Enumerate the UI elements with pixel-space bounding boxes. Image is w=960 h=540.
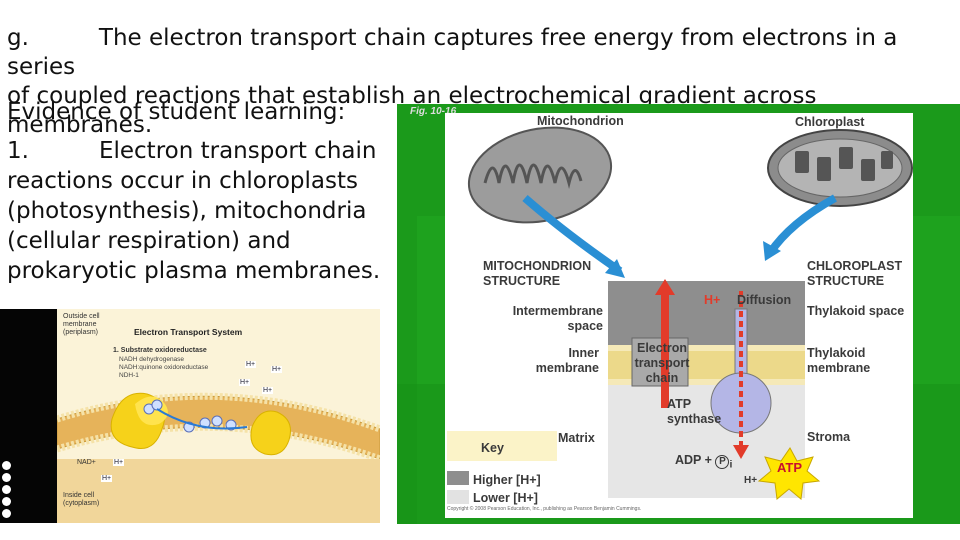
mito-structure-label: MITOCHONDRION STRUCTURE	[483, 259, 592, 288]
ets-svg	[57, 392, 380, 523]
chemiosmosis-illustration: Mitochondrion Chloroplast MITOCHONDRION …	[445, 113, 913, 518]
evidence-item-1: 1. Electron transport chain reactions occ…	[7, 136, 392, 286]
evidence-block: Evidence of student learning: 1. Electron…	[7, 97, 392, 286]
enzyme-name-1: NADH dehydrogenase	[119, 356, 185, 363]
slide-dots	[2, 461, 16, 521]
intermembrane-region	[608, 281, 805, 345]
evidence-item-line-3: (photosynthesis), mitochondria	[7, 198, 367, 224]
h-plus-label: H+	[113, 459, 125, 466]
second-complex-blob	[250, 410, 291, 456]
thylakoid-space-label: Thylakoid space	[807, 304, 905, 318]
h-plus-bottom: H+	[744, 475, 758, 486]
evidence-item-line-4: (cellular respiration) and	[7, 228, 291, 254]
membrane-heads	[608, 345, 805, 385]
evidence-item-line-5: prokaryotic plasma membranes.	[7, 258, 381, 284]
chloro-structure-label: CHLOROPLAST STRUCTURE	[807, 259, 903, 288]
electron-path-arrow	[156, 408, 248, 430]
evidence-item-line-1: Electron transport chain	[98, 138, 377, 164]
chemiosmosis-svg	[447, 126, 913, 504]
lower-swatch	[447, 490, 469, 504]
intermembrane-label: Intermembrane space	[512, 304, 603, 333]
statement-line-2: of coupled reactions that establish an e…	[7, 83, 817, 138]
h-plus-label: H+	[239, 379, 251, 386]
statement-line-1: The electron transport chain captures fr…	[7, 25, 898, 80]
outside-cell-label: Outside cell membrane (periplasm)	[63, 313, 100, 336]
key-label: Key	[481, 441, 504, 455]
chloroplast-title: Chloroplast	[795, 115, 865, 129]
h-plus-label: H+	[245, 361, 257, 368]
figure-number: Fig. 10-16	[410, 106, 457, 117]
pi-subscript: i	[729, 459, 733, 471]
stroma-label: Stroma	[807, 430, 851, 444]
h-plus-label: H+	[262, 387, 274, 394]
matrix-label: Matrix	[558, 431, 595, 445]
enzyme-name-2: NADH:quinone oxidoreductase	[119, 364, 209, 371]
inner-membrane-label: Inner membrane	[535, 346, 599, 375]
atp-synthase-label: ATP synthase	[667, 397, 722, 426]
adp-text: ADP +	[675, 453, 712, 467]
key-box	[447, 431, 557, 461]
chloro-zoom-arrow	[766, 194, 837, 256]
enzyme-name-3: NDH-1	[119, 372, 139, 379]
h-plus-label: H+	[271, 366, 283, 373]
ets-enzymes: NADH dehydrogenase NADH:quinone oxidored…	[119, 356, 208, 380]
higher-h-label: Higher [H+]	[473, 473, 541, 487]
cytoplasm-area	[57, 459, 380, 523]
atp-label: ATP	[777, 460, 803, 475]
thylakoid-membrane-label: Thylakoid membrane	[807, 346, 871, 375]
copyright-text: Copyright © 2008 Pearson Education, Inc.…	[447, 506, 642, 512]
thylakoid-stacks	[795, 147, 893, 181]
statement-prefix: g.	[7, 25, 29, 51]
inside-cell-label: Inside cell (cytoplasm)	[63, 492, 100, 507]
evidence-title: Evidence of student learning:	[7, 99, 346, 125]
higher-swatch	[447, 471, 469, 485]
ets-figure: Outside cell membrane (periplasm) Electr…	[0, 309, 380, 523]
ets-illustration: Outside cell membrane (periplasm) Electr…	[57, 309, 380, 523]
quinone-chain	[143, 399, 237, 433]
h-plus-top: H+	[704, 293, 721, 307]
standard-statement: g.The electron transport chain captures …	[7, 24, 957, 140]
pi-circle: P	[715, 455, 730, 469]
etc-complex	[631, 337, 689, 387]
h-plus-label: H+	[101, 475, 113, 482]
mitochondrion-title: Mitochondrion	[537, 114, 624, 128]
ets-step-1: 1. Substrate oxidoreductase	[113, 347, 207, 354]
evidence-item-number: 1.	[7, 138, 29, 164]
lower-h-label: Lower [H+]	[473, 491, 538, 505]
etc-label: Electron transport chain	[634, 341, 690, 385]
ets-title: Electron Transport System	[134, 327, 243, 337]
nad-label: NAD+	[77, 459, 96, 466]
evidence-item-line-2: reactions occur in chloroplasts	[7, 168, 358, 194]
atp-burst	[757, 447, 821, 500]
diffusion-label: Diffusion	[737, 293, 792, 307]
mito-zoom-arrow	[522, 194, 623, 275]
cristae-folds	[483, 163, 583, 189]
